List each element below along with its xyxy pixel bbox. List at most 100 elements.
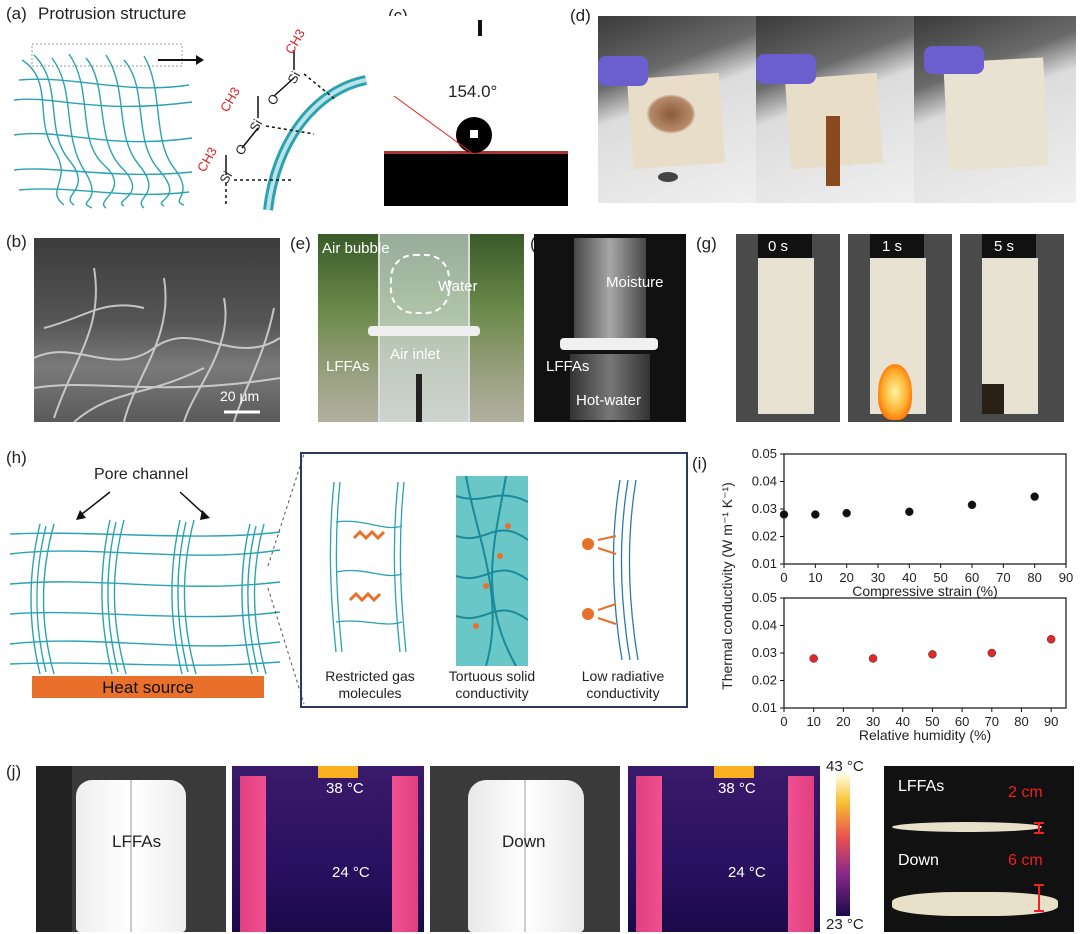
data-point-1-3	[987, 648, 997, 658]
y-tick-label-0-0: 0.01	[752, 556, 777, 571]
y-tick-label-0-3: 0.04	[752, 474, 777, 489]
scale-bar-label: 20 μm	[220, 388, 260, 404]
y-tick-label-0-4: 0.05	[752, 446, 777, 461]
vest-photo-down	[430, 766, 620, 932]
time-label-1s: 1 s	[882, 238, 903, 255]
data-point-1-2	[928, 650, 937, 659]
panel-d-label: (d)	[570, 6, 591, 25]
vest-label-lffas: LFFAs	[112, 832, 162, 851]
thermal-image-down	[628, 766, 820, 932]
plot-frame-0	[783, 453, 1067, 565]
panel-a-title: Protrusion structure	[38, 4, 187, 23]
temp-label-3: 38 °C	[718, 780, 756, 797]
thickness-value-down: 6 cm	[1008, 852, 1043, 869]
x-axis-label-0: Compressive strain (%)	[852, 583, 997, 599]
self-cleaning-photo-1	[598, 16, 760, 203]
thickness-comparison-photo	[884, 766, 1074, 932]
panel-b-label: (b)	[6, 232, 27, 251]
y-tick-label-1-0: 0.01	[752, 700, 777, 715]
x-tick-label-0-6: 60	[965, 570, 979, 585]
colorbar-max: 43 °C	[826, 758, 864, 775]
mechanism-label-2: Tortuous solid conductivity	[448, 668, 536, 701]
heat-source-label: Heat source	[102, 678, 194, 697]
data-point-0-1	[811, 510, 820, 519]
x-tick-label-0-8: 80	[1027, 570, 1041, 585]
moisture-label: Moisture	[606, 274, 664, 291]
temp-label-2: 24 °C	[332, 864, 370, 881]
x-tick-label-0-2: 20	[839, 570, 853, 585]
temp-label-4: 24 °C	[728, 864, 766, 881]
panel-g-label: (g)	[696, 234, 717, 253]
y-tick-label-1-1: 0.02	[752, 673, 777, 688]
panel-j-label: (j)	[6, 762, 22, 781]
flame-test-photo-1s	[848, 234, 952, 422]
vest-label-down: Down	[502, 832, 546, 851]
pore-channel-label: Pore channel	[94, 466, 189, 483]
silane-chemistry-diagram	[225, 50, 368, 211]
self-cleaning-photo-2	[756, 16, 918, 203]
time-label-5s: 5 s	[994, 238, 1015, 255]
y-axis-label: Thermal conductivity (W m⁻¹ K⁻¹)	[719, 482, 735, 690]
x-axis-label-1: Relative humidity (%)	[859, 727, 991, 743]
x-tick-label-1-0: 0	[780, 714, 787, 729]
mechanism-box: Restricted gas molecules Tortuous solid …	[300, 452, 688, 708]
fiber-bundle-illustration	[14, 43, 193, 209]
x-tick-label-0-9: 90	[1059, 570, 1073, 585]
panel-h: (h) Pore channel Heat source	[0, 448, 690, 718]
x-tick-label-0-7: 70	[996, 570, 1010, 585]
temperature-colorbar	[836, 774, 850, 916]
lffas-label-e: LFFAs	[326, 358, 370, 375]
x-tick-label-0-1: 10	[808, 570, 822, 585]
x-tick-label-1-3: 30	[866, 714, 880, 729]
sem-image: 20 μm	[34, 238, 280, 422]
data-point-1-1	[868, 654, 878, 663]
y-tick-label-1-4: 0.05	[752, 590, 777, 605]
panel-c: (c) 154.0°	[382, 0, 568, 210]
colorbar-min: 23 °C	[826, 916, 864, 933]
y-tick-label-1-2: 0.03	[752, 645, 777, 660]
water-label: Water	[438, 278, 478, 295]
panel-i-label: (i)	[692, 454, 708, 473]
x-tick-label-1-7: 70	[985, 714, 999, 729]
data-point-1-4	[1046, 635, 1056, 644]
data-point-0-5	[1030, 492, 1039, 501]
thickness-value-lffas: 2 cm	[1008, 784, 1043, 801]
pore-channel-illustration	[10, 491, 280, 675]
mechanism-label-3: Low radiative conductivity	[581, 668, 665, 701]
x-tick-label-1-9: 90	[1044, 714, 1058, 729]
hot-water-label: Hot-water	[576, 392, 642, 409]
x-tick-label-0-4: 40	[902, 570, 916, 585]
temp-label-1: 38 °C	[326, 780, 364, 797]
flame-test-photo-5s	[960, 234, 1064, 422]
x-tick-label-1-2: 20	[836, 714, 850, 729]
panel-e: (e) Air bubble Water LFFAs Air inlet	[286, 228, 526, 424]
panel-f: (f) Moisture LFFAs Hot-water	[526, 228, 688, 424]
time-label-0s: 0 s	[768, 238, 789, 255]
thickness-name-down: Down	[898, 852, 939, 869]
data-point-0-4	[967, 500, 977, 510]
solid-conduction-illustration	[456, 476, 528, 666]
x-tick-label-1-1: 10	[806, 714, 820, 729]
mechanism-label-1: Restricted gas molecules	[325, 668, 415, 701]
self-cleaning-photo-3	[914, 16, 1076, 203]
moisture-permeability-photo	[534, 234, 686, 422]
panel-h-label: (h)	[6, 448, 27, 467]
data-point-0-3	[905, 507, 914, 516]
plot-frame-1	[783, 597, 1067, 709]
x-tick-label-0-3: 30	[871, 570, 885, 585]
y-tick-label-0-2: 0.03	[752, 501, 777, 516]
y-tick-label-0-1: 0.02	[752, 529, 777, 544]
panel-a-label: (a)	[6, 4, 27, 23]
x-tick-label-1-6: 60	[955, 714, 969, 729]
gas-molecule-illustration	[329, 482, 407, 652]
contact-angle-image: 154.0°	[384, 16, 568, 206]
thermal-image-lffas	[232, 766, 424, 932]
data-point-0-0	[779, 510, 789, 519]
data-point-1-0	[809, 654, 818, 663]
panel-b: (b) 20 μm	[0, 228, 282, 424]
air-permeability-photo	[318, 234, 524, 422]
heat-source-bar	[32, 676, 264, 698]
thickness-name-lffas: LFFAs	[898, 778, 945, 795]
